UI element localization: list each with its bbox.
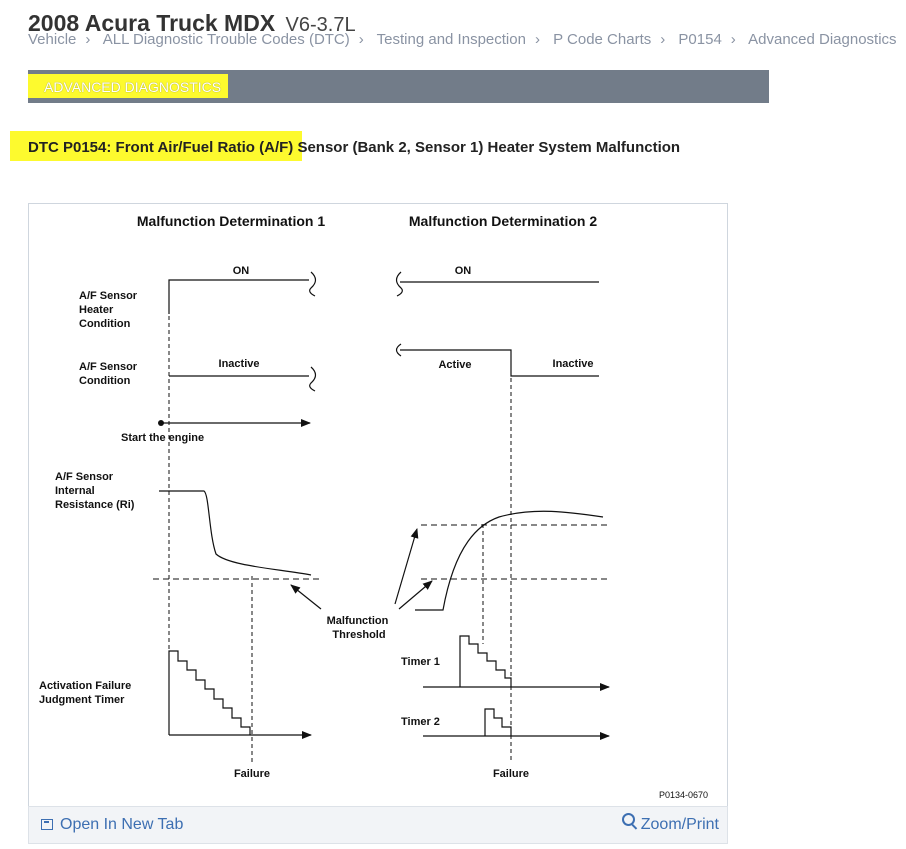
- dtc-heading: DTC P0154: Front Air/Fuel Ratio (A/F) Se…: [10, 131, 769, 161]
- section-header: ADVANCED DIAGNOSTICS: [28, 70, 769, 103]
- open-new-tab-button[interactable]: Open In New Tab: [41, 816, 183, 834]
- breadcrumb-item[interactable]: Vehicle: [28, 31, 77, 48]
- vehicle-title: 2008 Acura Truck MDX V6-3.7L: [28, 10, 356, 37]
- heater-signal: [168, 271, 599, 314]
- right-title: Malfunction Determination 2: [409, 213, 597, 229]
- malfunction-diagram: Malfunction Determination 1 Malfunction …: [39, 213, 708, 800]
- timer2-label: Timer 2: [401, 716, 440, 728]
- dtc-title: DTC P0154: Front Air/Fuel Ratio (A/F) Se…: [28, 139, 681, 156]
- engine-spec: V6-3.7L: [285, 14, 356, 36]
- threshold-arrows: [290, 528, 433, 610]
- resistance-curve-right: [415, 510, 604, 611]
- timer2-signal: [423, 708, 610, 740]
- breadcrumb-item[interactable]: Testing and Inspection: [376, 31, 526, 48]
- vehicle-name: 2008 Acura Truck MDX: [28, 10, 276, 36]
- start-engine-label: Start the engine: [121, 432, 204, 444]
- resistance-curve-left: [159, 490, 312, 576]
- vertical-markers: [168, 309, 512, 762]
- highlight-mark: [28, 74, 228, 98]
- inactive-label-left: Inactive: [219, 358, 260, 370]
- timer1-signal: [423, 635, 610, 691]
- figure-code: P0134-0670: [659, 790, 708, 800]
- timer-label: Activation Failure Judgment Timer: [39, 680, 134, 706]
- threshold-label: Malfunction Threshold: [327, 615, 392, 641]
- condition-signal: [169, 343, 599, 392]
- failure-label-right: Failure: [493, 768, 529, 780]
- condition-label: A/F Sensor Condition: [79, 361, 140, 387]
- zoom-print-label: Zoom/Print: [640, 816, 719, 833]
- threshold-lines: [153, 524, 607, 580]
- heater-label: A/F Sensor Heater Condition: [79, 290, 140, 330]
- breadcrumb: Vehicle› ALL Diagnostic Trouble Codes (D…: [28, 31, 897, 48]
- judgment-timer-left: [168, 650, 312, 739]
- magnifier-icon: [621, 813, 635, 826]
- timer1-label: Timer 1: [401, 656, 440, 668]
- active-label-right: Active: [438, 359, 471, 371]
- breadcrumb-item[interactable]: P Code Charts: [553, 31, 652, 48]
- left-title: Malfunction Determination 1: [137, 213, 325, 229]
- inactive-label-right: Inactive: [553, 358, 594, 370]
- diagram-footer: Open In New Tab Zoom/Print: [28, 806, 728, 844]
- resistance-label: A/F Sensor Internal Resistance (Ri): [55, 471, 135, 511]
- on-label-left: ON: [233, 265, 250, 277]
- breadcrumb-item[interactable]: Advanced Diagnostics: [748, 31, 897, 48]
- breadcrumb-item[interactable]: ALL Diagnostic Trouble Codes (DTC): [102, 31, 350, 48]
- breadcrumb-item[interactable]: P0154: [678, 31, 722, 48]
- on-label-right: ON: [455, 265, 472, 277]
- start-engine-arrow: [158, 419, 311, 427]
- new-tab-icon: [41, 819, 53, 830]
- diagram-frame[interactable]: Malfunction Determination 1 Malfunction …: [28, 203, 728, 808]
- zoom-print-button[interactable]: Zoom/Print: [621, 813, 719, 834]
- failure-label-left: Failure: [234, 768, 270, 780]
- open-new-tab-label: Open In New Tab: [60, 816, 184, 833]
- section-label: ADVANCED DIAGNOSTICS: [44, 79, 222, 95]
- highlight-mark: [10, 131, 302, 161]
